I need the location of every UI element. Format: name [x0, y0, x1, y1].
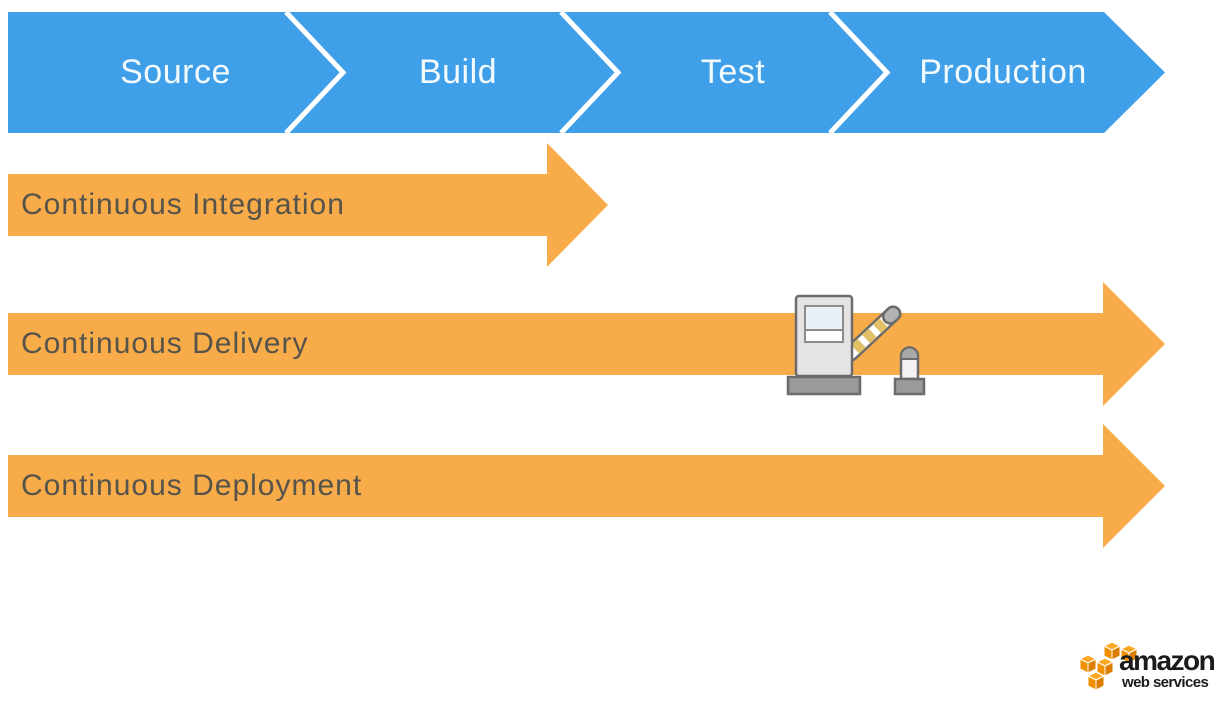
arrow-label-continuous-integration: Continuous Integration	[21, 188, 345, 221]
stage-bar-arrow-shape	[8, 12, 1165, 133]
aws-boxes-icon	[1078, 641, 1139, 691]
stage-label-test: Test	[700, 53, 766, 91]
arrow-continuous-integration: Continuous Integration	[8, 143, 608, 267]
stage-label-source: Source	[120, 53, 231, 91]
aws-brand-text: amazon	[1119, 645, 1216, 676]
chevron-separator-icon	[828, 12, 891, 133]
arrow-label-continuous-delivery: Continuous Delivery	[21, 327, 309, 360]
arrow-continuous-delivery: Continuous Delivery	[8, 282, 1165, 406]
stage-label-build: Build	[418, 53, 498, 91]
chevron-separator-icon	[559, 12, 622, 133]
chevron-separator-icon	[284, 12, 347, 133]
arrow-continuous-deployment: Continuous Deployment	[8, 424, 1165, 548]
arrow-label-continuous-deployment: Continuous Deployment	[21, 469, 363, 502]
stage-label-production: Production	[919, 53, 1087, 91]
pipeline-stage-bar: Source Build Test Production	[8, 12, 1165, 133]
aws-logo: amazon web services	[1076, 632, 1222, 704]
aws-subtitle-text: web services	[1122, 674, 1209, 691]
toll-gate-barrier-icon	[786, 294, 926, 396]
